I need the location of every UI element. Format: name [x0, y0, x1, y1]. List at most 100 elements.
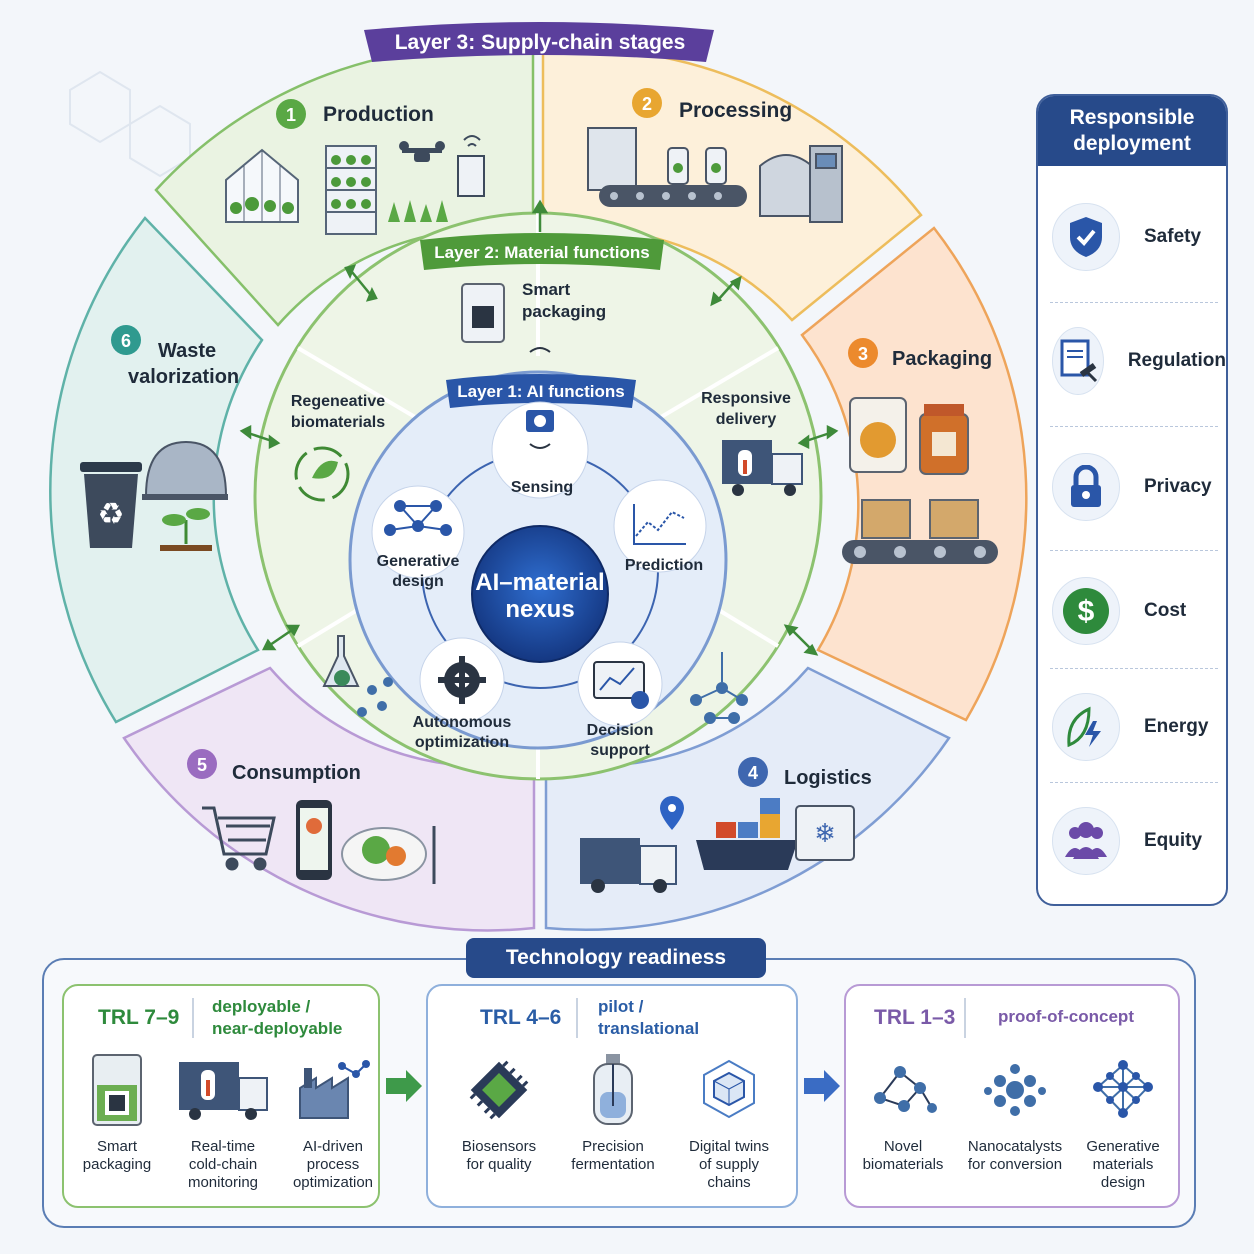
drone-icon [399, 141, 445, 162]
wireless-icon [529, 347, 551, 353]
svg-text:1: 1 [286, 105, 296, 125]
qr-code-icon [472, 306, 494, 328]
svg-text:Generative: Generative [377, 553, 460, 570]
flask-icon [322, 635, 360, 687]
material-responsive: Responsive delivery [701, 390, 803, 496]
dollar-icon: $ [1052, 577, 1120, 645]
sector-packaging [800, 226, 1028, 722]
connection-arrows [239, 199, 839, 656]
network-icon [384, 500, 452, 536]
svg-text:biomaterials: biomaterials [291, 414, 385, 431]
stage-5-name: Consumption [232, 762, 361, 784]
pouch-icon [849, 397, 907, 473]
stage-consumption: 5 Consumption [187, 749, 436, 884]
trl-arrow-2 [804, 1070, 840, 1102]
trl-arrow-1 [386, 1070, 422, 1102]
svg-text:4: 4 [748, 763, 758, 783]
svg-text:Prediction: Prediction [625, 557, 703, 574]
line-chart-icon [633, 504, 686, 545]
stage-2-name: Processing [679, 99, 792, 122]
svg-text:$: $ [1078, 595, 1095, 628]
smartphone-icon [296, 800, 332, 880]
cold-chain-truck-icon [168, 1048, 278, 1132]
tank-icon [759, 145, 843, 223]
stage-6-badge [111, 325, 141, 355]
layer3-title: Layer 3: Supply-chain stages [364, 22, 714, 62]
layer3-title-text: Layer 3: Supply-chain stages [395, 31, 686, 54]
stage-1-badge [276, 99, 306, 129]
svg-text:design: design [392, 573, 444, 590]
sector-consumption [122, 666, 536, 932]
nanosensor-icon [690, 652, 748, 724]
cold-storage-icon: ❄ [795, 805, 855, 861]
cargo-ship-icon [696, 798, 798, 870]
responsible-item-equity: Equity [1038, 786, 1226, 896]
field-icon [388, 200, 448, 222]
smart-package-icon [62, 1048, 172, 1132]
stage-production: 1 Production [225, 99, 485, 235]
cube-network-icon [674, 1048, 784, 1132]
shopping-cart-icon [202, 806, 276, 871]
svg-text:3: 3 [858, 344, 868, 364]
nanoparticle-cluster-icon [960, 1048, 1070, 1132]
responsive-truck-icon [722, 440, 803, 496]
processing-line-icon [587, 127, 747, 207]
svg-text:❄: ❄ [814, 818, 836, 848]
layer1-title: Layer 1: AI functions [446, 374, 636, 408]
svg-text:support: support [590, 742, 650, 759]
lattice-network-icon [1068, 1048, 1178, 1132]
center-nexus: AI–material nexus [471, 525, 609, 663]
stage-sectors [49, 45, 1028, 932]
svg-text:delivery: delivery [716, 411, 777, 428]
material-regenerative: Regeneative biomaterials [291, 393, 385, 502]
ai-autonomous: Autonomous optimization [413, 637, 512, 751]
sensor-tower-icon [457, 135, 485, 197]
ai-decision: Decision support [577, 641, 663, 759]
biomaterial-cycle-icon [294, 446, 350, 502]
meal-plate-icon [341, 826, 436, 884]
responsible-item-safety: Safety [1038, 182, 1226, 292]
svg-text:Regeneative: Regeneative [291, 393, 385, 410]
trl-group-7-9: TRL 7–9 deployable /near-deployable Smar… [62, 984, 380, 1208]
jar-icon [919, 404, 969, 475]
stage-1-name: Production [323, 103, 434, 126]
ai-prediction: Prediction [613, 479, 707, 574]
layer2-title-text: Layer 2: Material functions [434, 243, 649, 262]
svg-text:Decision: Decision [587, 722, 654, 739]
svg-text:Responsive: Responsive [701, 390, 791, 407]
layer2-title: Layer 2: Material functions [420, 233, 664, 270]
responsible-item-privacy: Privacy [1038, 432, 1226, 542]
biosensor-chip-icon [444, 1048, 554, 1132]
svg-text:♻: ♻ [98, 498, 125, 531]
stage-6-name-line1: Waste [158, 340, 216, 362]
people-icon [1052, 807, 1120, 875]
molecule-icon [357, 677, 393, 717]
svg-text:Autonomous: Autonomous [413, 714, 512, 731]
stage-4-badge [738, 757, 768, 787]
stage-packaging: 3 Packaging [842, 338, 998, 564]
sprout-icon [160, 508, 212, 551]
technology-readiness-title: Technology readiness [466, 938, 766, 978]
stage-processing: 2 Processing [587, 88, 843, 223]
responsible-item-cost: $ Cost [1038, 556, 1226, 666]
truck-icon [580, 838, 677, 893]
svg-text:Sensing: Sensing [511, 479, 573, 496]
svg-text:2: 2 [642, 94, 652, 114]
ai-sensing: Sensing [491, 401, 589, 499]
stage-6-name-line2: valorization [128, 366, 239, 388]
greenhouse-icon [225, 148, 299, 223]
material-lab [322, 635, 393, 717]
center-title-line1: AI–material [475, 569, 604, 596]
responsible-item-regulation: Regulation [1038, 306, 1226, 416]
stage-5-badge [187, 749, 217, 779]
